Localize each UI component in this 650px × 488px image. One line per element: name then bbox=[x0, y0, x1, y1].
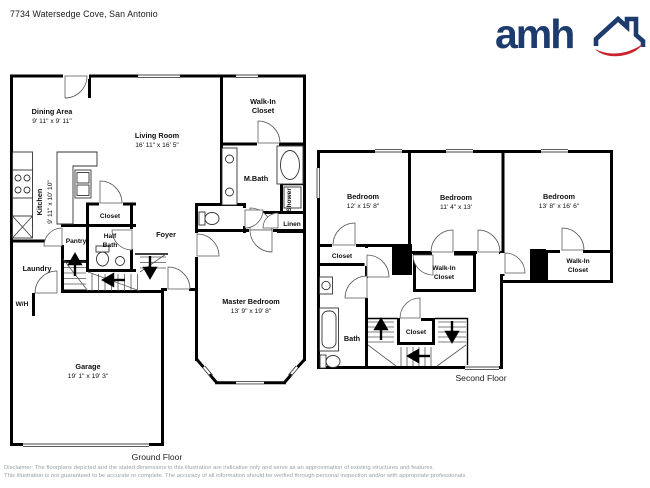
label-living-room: Living Room bbox=[135, 131, 180, 140]
second-floor-label: Second Floor bbox=[455, 373, 506, 383]
garage-door bbox=[23, 443, 149, 447]
label-garage: Garage bbox=[75, 362, 100, 371]
stairs-up-arrow bbox=[67, 252, 83, 276]
ground-door-swings bbox=[34, 75, 281, 294]
mbath-sink-1 bbox=[225, 154, 234, 164]
ground-windows bbox=[23, 73, 299, 448]
stairs-down-arrow bbox=[142, 256, 158, 280]
mbath-sink-2 bbox=[225, 187, 234, 197]
stove bbox=[12, 169, 33, 199]
label-walkin-closet-g2: Closet bbox=[252, 106, 275, 115]
label-bedroom1: Bedroom bbox=[347, 192, 380, 201]
amh-logo: amh bbox=[494, 6, 646, 58]
disclaimer-line-1: Disclaimer: The floorplans depicted and … bbox=[4, 465, 435, 471]
dims-bedroom2: 11' 4" x 13' bbox=[440, 204, 472, 211]
label-wic-mid-2: Closet bbox=[434, 274, 455, 281]
label-half-bath-1: Half bbox=[104, 233, 117, 240]
kitchen-fixtures bbox=[12, 151, 98, 239]
label-wic-mid-1: Walk-In bbox=[432, 265, 455, 272]
ground-floor-label: Ground Floor bbox=[132, 452, 183, 462]
second-windows bbox=[315, 147, 568, 371]
half-bath-toilet bbox=[95, 245, 110, 267]
label-closet2-left: Closet bbox=[332, 253, 353, 260]
dims-garage: 19' 1" x 19' 3" bbox=[68, 373, 109, 380]
bay-windows bbox=[202, 365, 299, 385]
second-room-labels: Bedroom 12' x 15' 8" Bedroom 11' 4" x 13… bbox=[332, 192, 590, 343]
bath2-toilet bbox=[319, 354, 341, 369]
walkin-right-walls bbox=[544, 250, 612, 281]
page-title: 7734 Watersedge Cove, San Antonio bbox=[10, 9, 158, 19]
ground-floor-plan: Dining Area 9' 11" x 9' 11" Living Room … bbox=[10, 73, 307, 462]
label-wh: W/H bbox=[16, 301, 29, 308]
dims-living-room: 16' 11" x 16' 5" bbox=[135, 142, 179, 149]
ground-stairs bbox=[62, 252, 167, 292]
label-bath2: Bath bbox=[344, 334, 360, 343]
label-mbath: M.Bath bbox=[244, 174, 268, 183]
dims-kitchen: 9' 11" x 10' 10" bbox=[47, 180, 54, 224]
label-bedroom2: Bedroom bbox=[440, 193, 473, 202]
disclaimer-line-2: This illustration is not guaranteed to b… bbox=[4, 473, 467, 480]
second-floor-plan: Bedroom 12' x 15' 8" Bedroom 11' 4" x 13… bbox=[315, 147, 613, 383]
dims-dining-area: 9' 11" x 9' 11" bbox=[32, 118, 72, 125]
label-foyer: Foyer bbox=[156, 230, 176, 239]
bath2-sink bbox=[321, 280, 331, 291]
dims-bedroom3: 13' 8" x 16' 6" bbox=[539, 203, 580, 210]
label-laundry: Laundry bbox=[23, 264, 53, 273]
stairs2-left-arrow bbox=[406, 348, 430, 364]
amh-logo-text: amh bbox=[495, 11, 573, 57]
second-bath-fixtures bbox=[319, 276, 341, 369]
master-toilet bbox=[198, 211, 220, 226]
stairs2-down-arrow bbox=[444, 321, 460, 344]
label-wic-right-2: Closet bbox=[568, 267, 589, 274]
amh-house-icon bbox=[593, 15, 646, 57]
ground-room-labels: Dining Area 9' 11" x 9' 11" Living Room … bbox=[16, 97, 301, 380]
label-half-bath-2: Bath bbox=[103, 242, 118, 249]
shower-pan bbox=[283, 186, 302, 209]
stairs-left-arrow bbox=[101, 272, 125, 288]
label-linen: Linen bbox=[283, 221, 301, 228]
stairs2-up-arrow bbox=[373, 317, 389, 340]
half-bath-sink bbox=[115, 256, 125, 266]
label-wic-right-1: Walk-In bbox=[566, 258, 589, 265]
amh-logo-svg: amh bbox=[495, 11, 646, 57]
amh-swoosh bbox=[595, 44, 643, 57]
second-stairs bbox=[367, 317, 467, 367]
dims-master-bedroom: 13' 9" x 19' 8" bbox=[231, 308, 272, 315]
dims-bedroom1: 12' x 15' 8" bbox=[347, 203, 380, 210]
label-bedroom3: Bedroom bbox=[543, 192, 576, 201]
second-door-swings bbox=[332, 222, 585, 319]
label-dining-area: Dining Area bbox=[32, 107, 74, 116]
label-closet2-stairs: Closet bbox=[406, 329, 427, 336]
label-closet-g: Closet bbox=[100, 213, 121, 220]
kitchen-counter bbox=[56, 151, 98, 225]
ground-bath-fixtures bbox=[95, 145, 304, 267]
label-shower: Shower bbox=[286, 188, 293, 212]
label-kitchen: Kitchen bbox=[35, 189, 44, 216]
label-walkin-closet-g1: Walk-In bbox=[250, 97, 276, 106]
label-master-bedroom: Master Bedroom bbox=[222, 297, 280, 306]
label-pantry: Pantry bbox=[66, 238, 87, 245]
disclaimer: Disclaimer: The floorplans depicted and … bbox=[4, 464, 648, 480]
